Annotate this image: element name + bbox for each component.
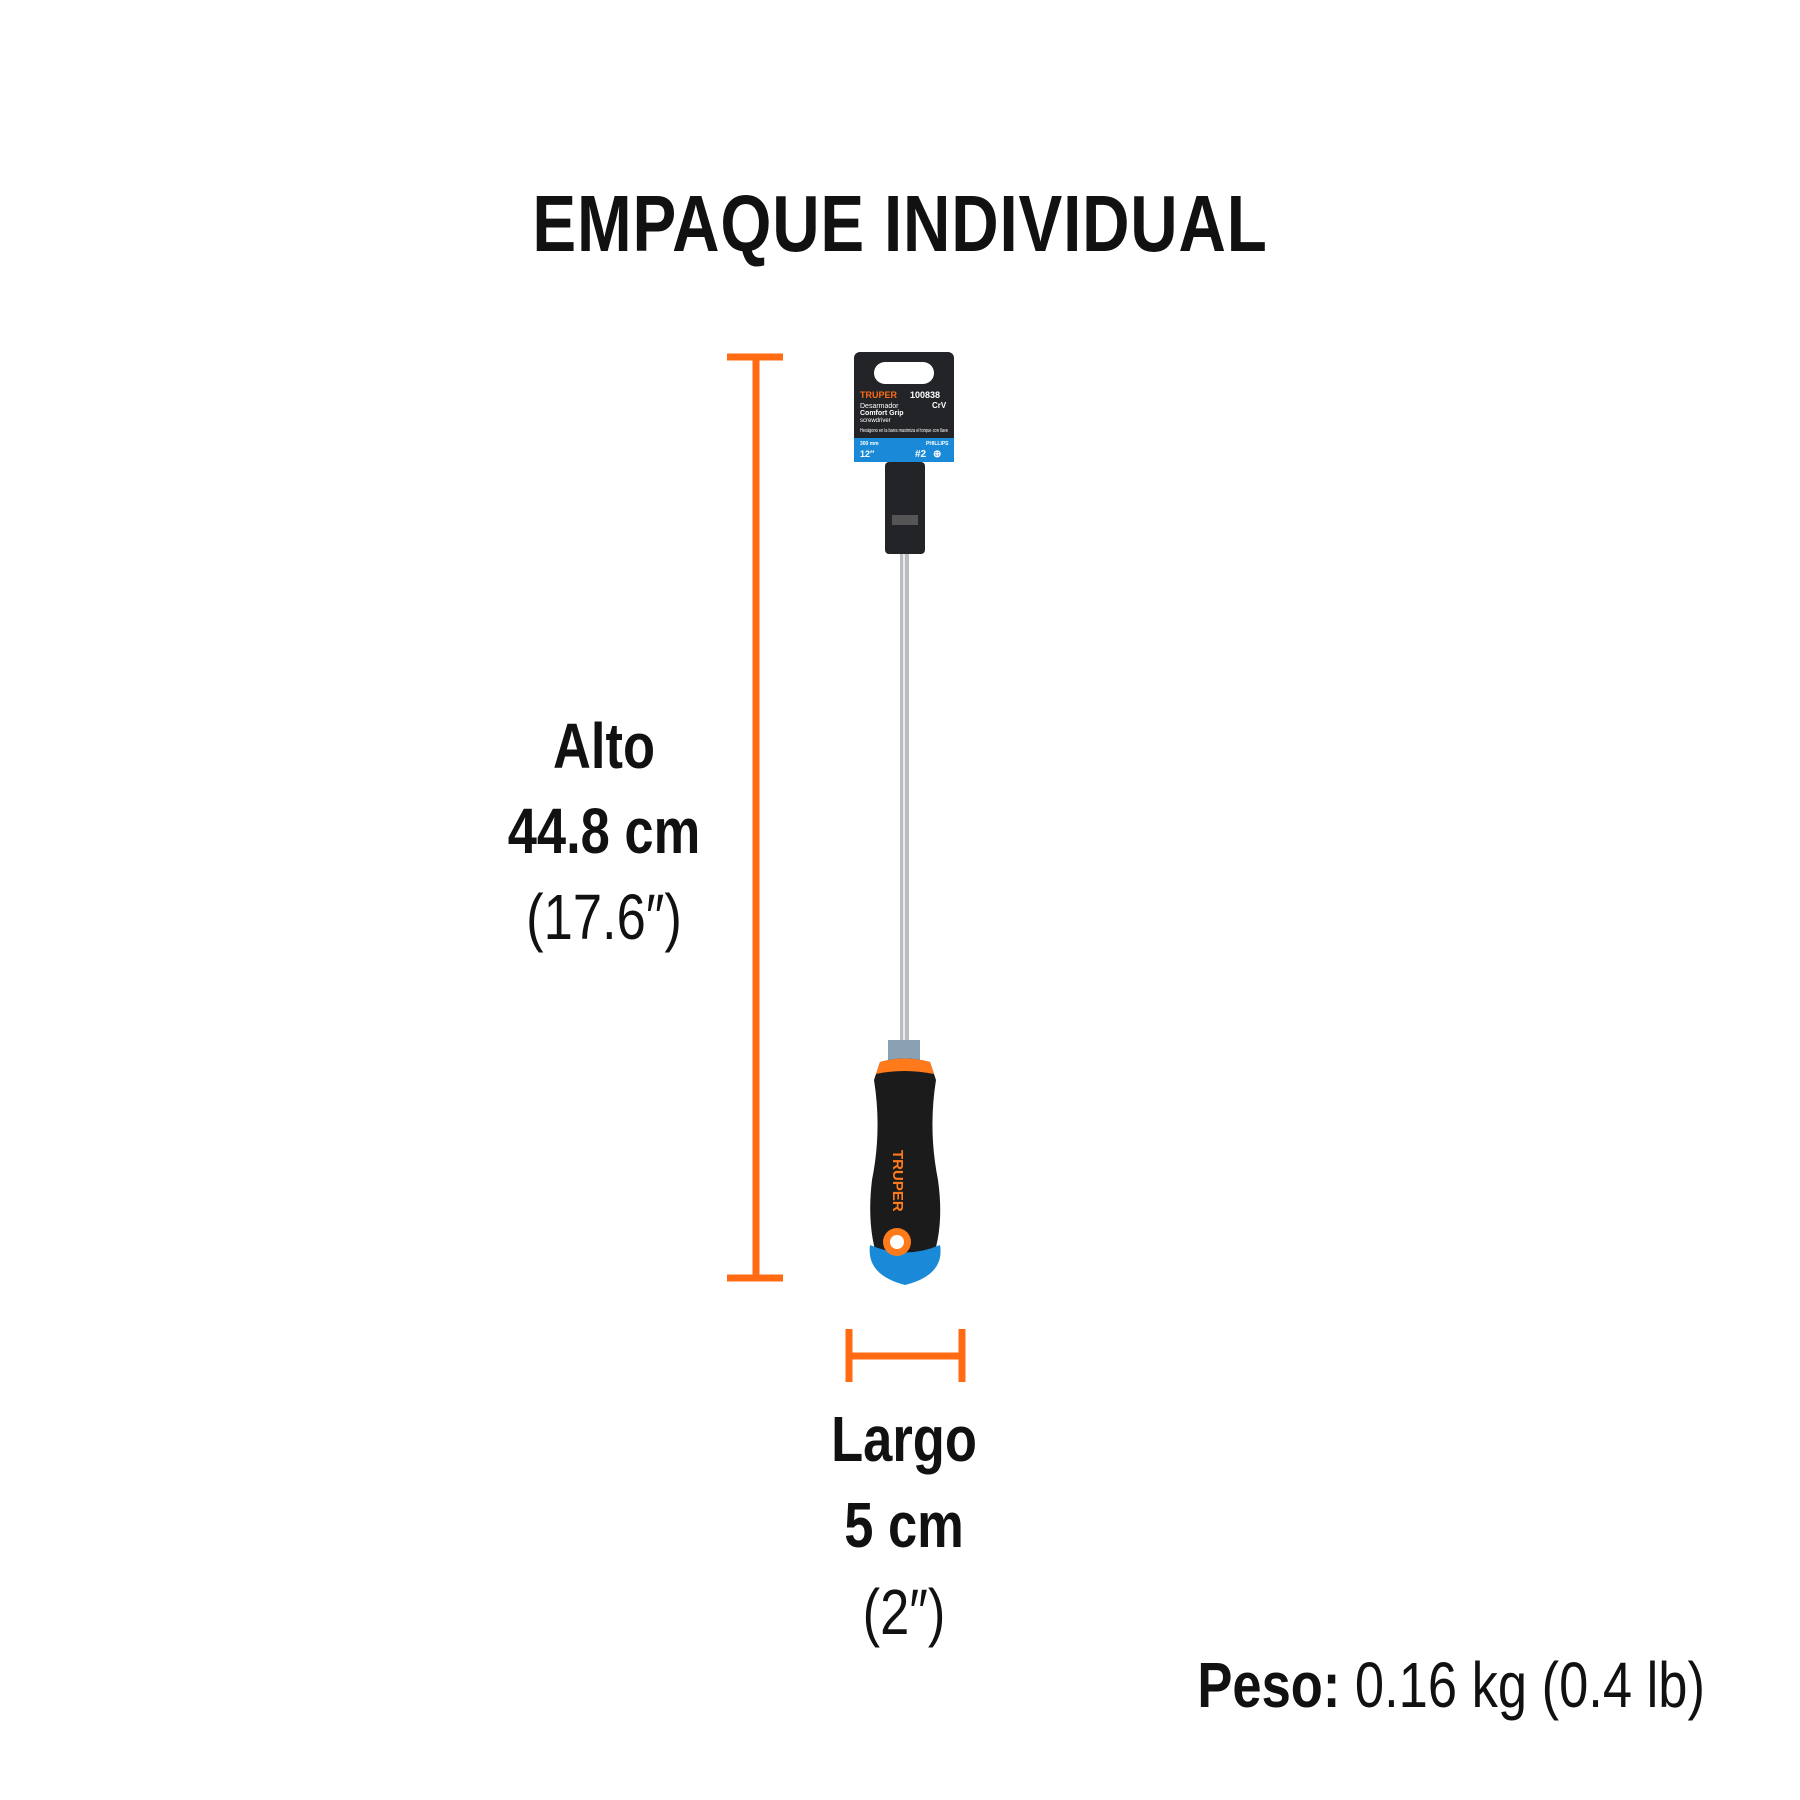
peso-label: Peso: [1197,1649,1341,1721]
product-line: Comfort Grip [860,410,904,417]
blister-card: TRUPER 100838 Desarmador Comfort Grip sc… [854,352,954,554]
size-in: 12″ [860,449,875,459]
height-dimension-line [727,353,783,1282]
tip-type: PHILLIPS [926,441,949,447]
largo-imperial: (2″) [862,1576,946,1648]
brand-logo: TRUPER [860,390,898,400]
hang-hole [874,362,934,384]
largo-metric: 5 cm [844,1489,964,1561]
alto-imperial: (17.6″) [526,881,682,953]
handle-brand-text: TRUPER [889,1150,906,1212]
product-name-en: screwdriver [860,418,891,424]
package-note: Hexágono en la barra maximiza el torque … [860,428,948,434]
page-title: EMPAQUE INDIVIDUAL [532,179,1268,268]
product-name: Desarmador [860,403,899,410]
largo-label: Largo [831,1403,977,1475]
peso-value: 0.16 kg (0.4 lb) [1354,1649,1705,1721]
weight-label: Peso: 0.16 kg (0.4 lb) [1197,1648,1705,1722]
alto-metric: 44.8 cm [507,795,701,867]
alto-label: Alto [552,710,656,782]
material: CrV [932,401,947,410]
phillips-icon: ⊕ [933,449,941,460]
screwdriver-illustration: TRUPER [869,540,941,1285]
size-mm: 300 mm [860,441,879,447]
width-dimension-line [845,1329,966,1382]
product-code: 100838 [910,390,940,400]
tip-size: #2 [915,449,927,460]
